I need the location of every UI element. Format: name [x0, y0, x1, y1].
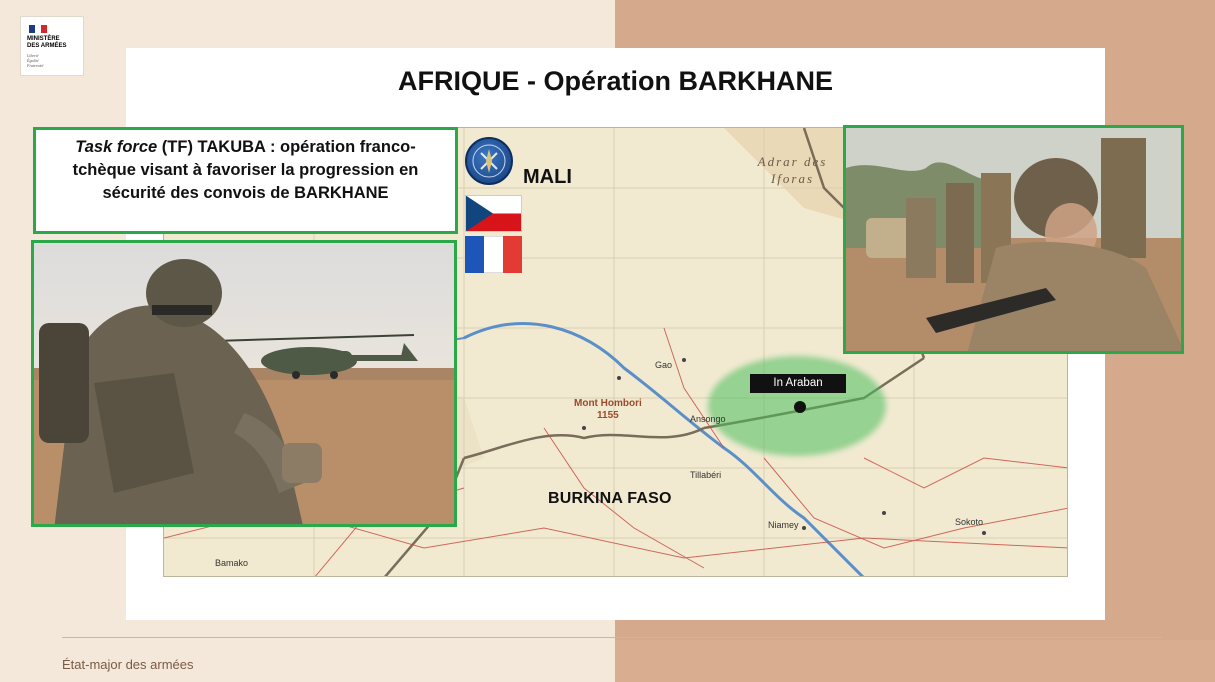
town-bamako: Bamako: [215, 558, 249, 568]
footer-band: [615, 640, 1215, 682]
town-tillaberi: Tillabéri: [690, 470, 722, 480]
location-marker-icon: [794, 401, 806, 413]
footer-divider: [62, 637, 1162, 638]
barkhane-badge-icon: [465, 137, 513, 185]
town-sokoto: Sokoto: [955, 517, 984, 527]
label-adrar: Adrar des Iforas: [757, 154, 828, 186]
footer-text: État-major des armées: [62, 657, 194, 672]
czech-flag-icon: [465, 195, 522, 232]
soldiers-photo-right: [843, 125, 1184, 354]
label-mali: MALI: [523, 166, 572, 188]
logo-motto: Liberté Égalité Fraternité: [27, 53, 44, 68]
label-araban: In Araban: [750, 374, 846, 393]
label-hombori: Mont Hombori 1155: [574, 398, 642, 421]
soldier-photo-left: [31, 240, 457, 527]
ministry-logo: MINISTÈRE DES ARMÉES Liberté Égalité Fra…: [20, 16, 84, 76]
french-flag-large-icon: [465, 236, 522, 273]
task-force-text: (TF) TAKUBA : opération franco-tchèque v…: [72, 138, 419, 202]
logo-text: MINISTÈRE DES ARMÉES: [27, 36, 67, 49]
page-title: AFRIQUE - Opération BARKHANE: [397, 66, 833, 96]
label-burkina: BURKINA FASO: [548, 490, 672, 507]
french-flag-icon: [29, 25, 47, 33]
town-gao: Gao: [655, 360, 673, 370]
town-niamey: Niamey: [768, 520, 799, 530]
task-force-description: Task force (TF) TAKUBA : opération franc…: [33, 127, 458, 234]
task-force-italic: Task force: [75, 138, 158, 156]
town-ansongo: Ansongo: [690, 414, 726, 424]
